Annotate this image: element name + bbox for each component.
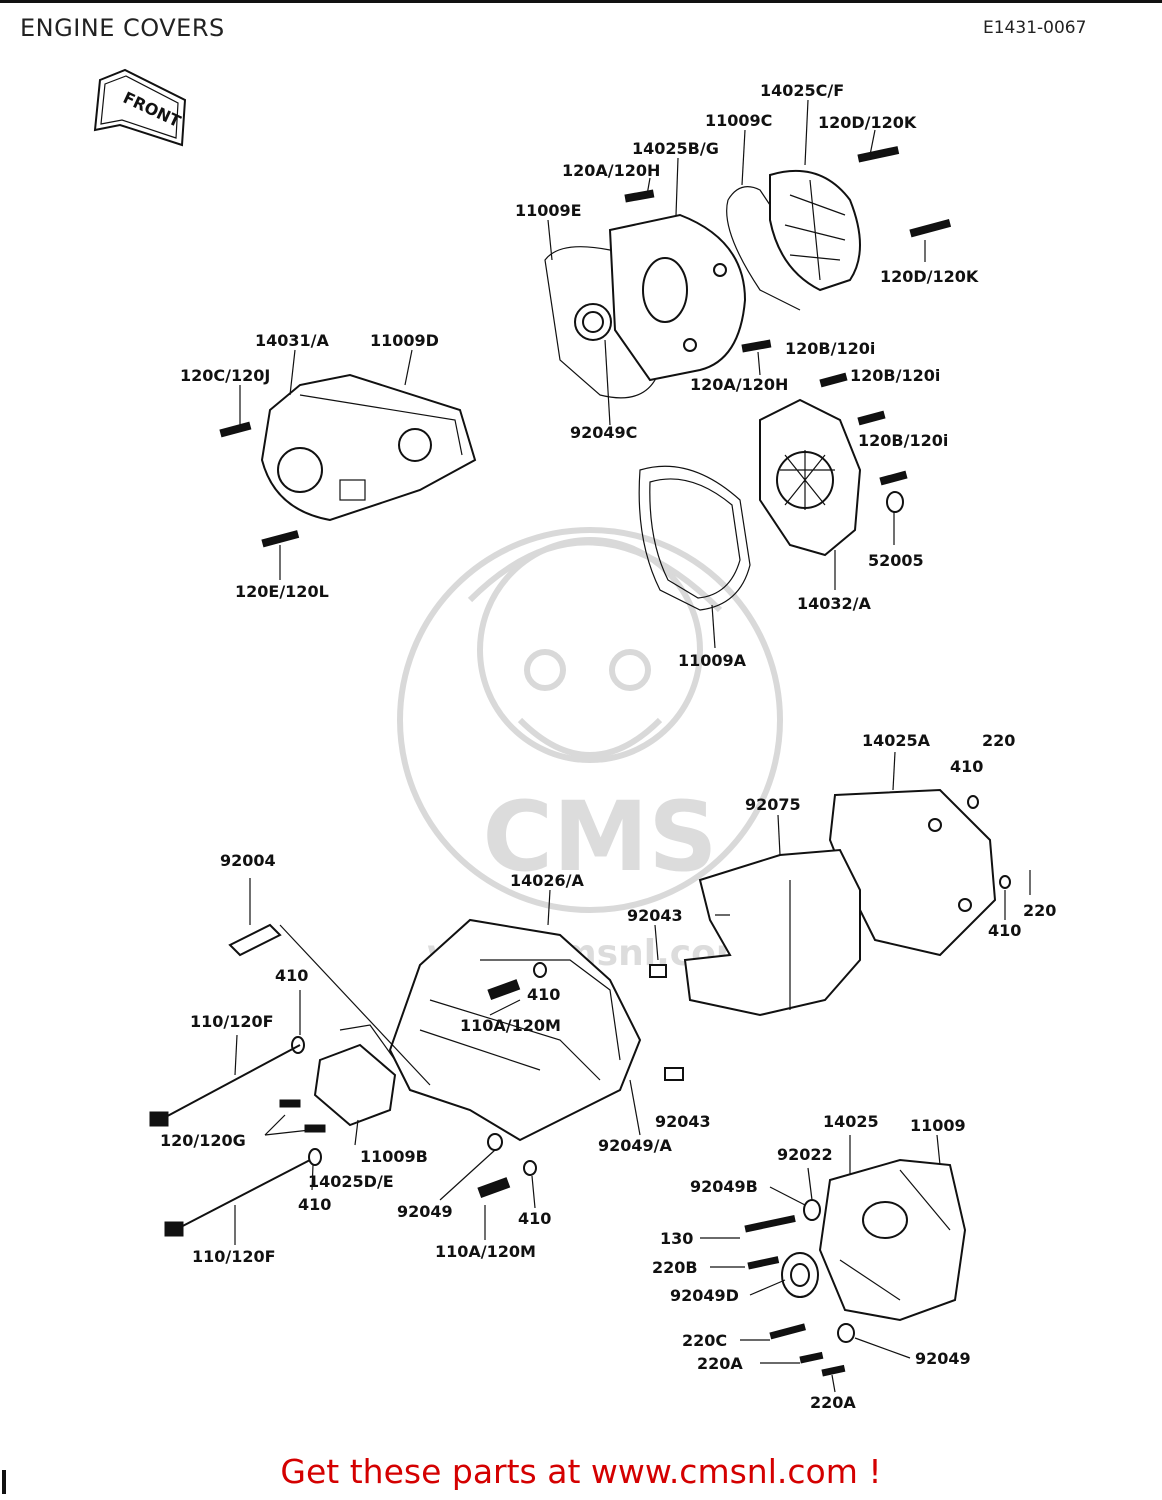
seal-92049d bbox=[781, 1252, 819, 1298]
cover-14025 bbox=[818, 1158, 967, 1322]
part-label: 120B/120i bbox=[785, 339, 875, 358]
cover-14025bg bbox=[608, 213, 747, 382]
part-label: 410 bbox=[988, 921, 1021, 940]
leader-lines bbox=[234, 99, 1031, 1393]
part-label: 92043 bbox=[655, 1112, 711, 1131]
part-label: 52005 bbox=[868, 551, 924, 570]
part-label: 120D/120K bbox=[880, 267, 979, 286]
footer-cta[interactable]: Get these parts at www.cmsnl.com ! bbox=[0, 1452, 1162, 1491]
cover-14026a bbox=[388, 918, 642, 1142]
bolt-icon bbox=[279, 979, 521, 1199]
part-label: 11009D bbox=[370, 331, 439, 350]
part-label: 120/120G bbox=[160, 1131, 246, 1150]
part-label: 120C/120J bbox=[180, 366, 270, 385]
part-label: 92049D bbox=[670, 1286, 739, 1305]
part-label: 110/120F bbox=[192, 1247, 276, 1266]
cover-92075 bbox=[683, 848, 861, 1017]
scan-edge-top bbox=[0, 0, 1162, 3]
pin-92043 bbox=[664, 1067, 684, 1081]
pin-92043 bbox=[649, 964, 667, 978]
part-label: 110A/120M bbox=[460, 1016, 561, 1035]
part-label: 410 bbox=[298, 1195, 331, 1214]
right-cover-14032a-group bbox=[638, 372, 908, 611]
part-label: 92049 bbox=[915, 1349, 971, 1368]
part-label: 110/120F bbox=[190, 1012, 274, 1031]
part-label: 220A bbox=[697, 1354, 743, 1373]
seal-52005 bbox=[886, 491, 904, 513]
bolt-icon bbox=[744, 1215, 846, 1377]
part-label: 92049B bbox=[690, 1177, 758, 1196]
part-label: 11009B bbox=[360, 1147, 428, 1166]
part-label: 220C bbox=[682, 1331, 727, 1350]
part-label: 410 bbox=[527, 985, 560, 1004]
part-label: 120B/120i bbox=[858, 431, 948, 450]
part-label: 410 bbox=[275, 966, 308, 985]
front-arrow-icon: FRONT bbox=[93, 68, 187, 147]
part-label: 130 bbox=[660, 1229, 693, 1248]
bolt-icon bbox=[219, 421, 300, 548]
left-cover-14031a-group bbox=[219, 373, 477, 548]
part-label: 14026/A bbox=[510, 871, 585, 890]
diagram-code: E1431-0067 bbox=[983, 18, 1087, 38]
part-label: 92043 bbox=[627, 906, 683, 925]
part-label: 92049C bbox=[570, 423, 637, 442]
upper-center-cover-group bbox=[544, 146, 952, 399]
part-label: 11009E bbox=[515, 201, 582, 220]
part-label: 92049 bbox=[397, 1202, 453, 1221]
gasket-11009a bbox=[638, 465, 751, 611]
part-label: 220 bbox=[982, 731, 1015, 750]
page-title: ENGINE COVERS bbox=[20, 14, 225, 42]
footer-cta-link[interactable]: Get these parts at www.cmsnl.com ! bbox=[280, 1452, 882, 1491]
part-label: 120A/120H bbox=[562, 161, 660, 180]
part-label: 220B bbox=[652, 1258, 698, 1277]
cover-14032a bbox=[759, 398, 862, 557]
bolt-icon bbox=[819, 372, 908, 486]
part-label: 220 bbox=[1023, 901, 1056, 920]
part-label: 14032/A bbox=[797, 594, 872, 613]
part-label: 14025A bbox=[862, 731, 931, 750]
part-label: 220A bbox=[810, 1393, 856, 1412]
part-label: 92004 bbox=[220, 851, 276, 870]
part-label: 14025 bbox=[823, 1112, 879, 1131]
part-label: 120E/120L bbox=[235, 582, 329, 601]
sensor-92004 bbox=[228, 923, 282, 957]
cover-14031a bbox=[260, 373, 477, 522]
part-label: 410 bbox=[518, 1209, 551, 1228]
part-labels: 14025C/F 11009C 120D/120K 14025B/G 120A/… bbox=[160, 81, 1056, 1412]
part-label: 410 bbox=[950, 757, 983, 776]
part-label: 14025B/G bbox=[632, 139, 719, 158]
part-label: 92022 bbox=[777, 1145, 833, 1164]
part-label: 120A/120H bbox=[690, 375, 788, 394]
lower-chain-cover-group bbox=[149, 788, 1011, 1237]
seal-92049b bbox=[803, 1199, 821, 1221]
part-label: 14025C/F bbox=[760, 81, 844, 100]
bolt-icon bbox=[624, 146, 952, 353]
scan-edge-mark bbox=[2, 1470, 6, 1494]
part-label: 92049/A bbox=[598, 1136, 673, 1155]
plate-14025de bbox=[313, 1043, 397, 1127]
part-label: 14031/A bbox=[255, 331, 330, 350]
part-label: 110A/120M bbox=[435, 1242, 536, 1261]
part-label: 11009C bbox=[705, 111, 772, 130]
part-label: 11009 bbox=[910, 1116, 966, 1135]
part-label: 92075 bbox=[745, 795, 801, 814]
part-label: 11009A bbox=[678, 651, 747, 670]
part-label: 120D/120K bbox=[818, 113, 917, 132]
watermark-logo-text: CMS bbox=[482, 781, 717, 893]
lower-right-cover-14025-group bbox=[744, 1158, 967, 1377]
part-label: 14025D/E bbox=[308, 1172, 394, 1191]
part-label: 120B/120i bbox=[850, 366, 940, 385]
